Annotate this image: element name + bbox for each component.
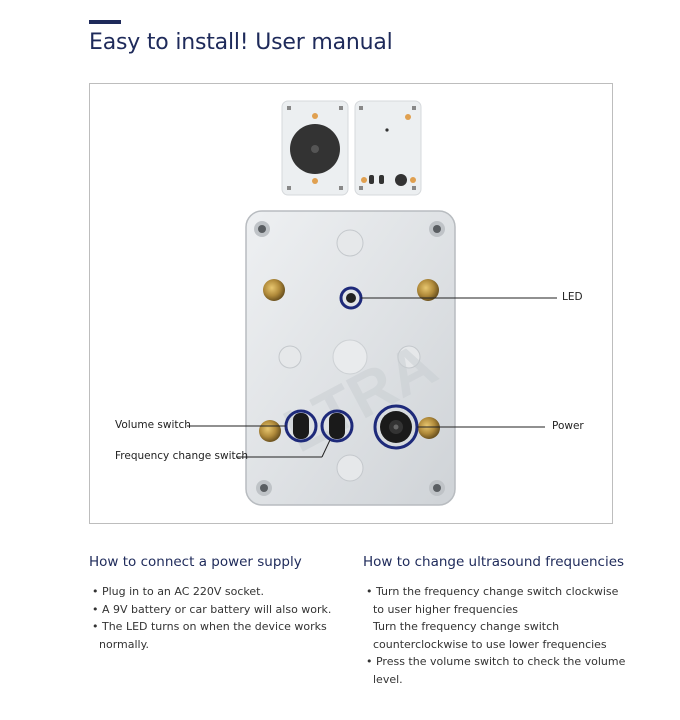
power-supply-list: • Plug in to an AC 220V socket. • A 9V b…: [92, 583, 331, 653]
list-item: level.: [366, 672, 403, 686]
power-label: Power: [552, 420, 584, 432]
frequency-list: • Turn the frequency change switch clock…: [366, 583, 625, 688]
led-label: LED: [562, 291, 583, 303]
frequency-heading: How to change ultrasound frequencies: [363, 554, 625, 570]
list-item: • Plug in to an AC 220V socket.: [92, 585, 264, 598]
pcb-speaker-board: [281, 100, 349, 196]
volume-switch-label: Volume switch: [115, 419, 191, 431]
list-item: • A 9V battery or car battery will also …: [92, 602, 332, 616]
page-title: Easy to install! User manual: [89, 30, 393, 55]
title-accent-bar: [89, 20, 121, 24]
pcb-component-board: [354, 100, 422, 196]
power-supply-heading: How to connect a power supply: [89, 554, 302, 570]
frequency-switch: [320, 409, 354, 443]
frequency-switch-label: Frequency change switch: [115, 450, 249, 462]
list-item: counterclockwise to use lower frequencie…: [366, 637, 607, 651]
list-item: • Press the volume switch to check the v…: [366, 655, 626, 668]
list-item: Turn the frequency change switch: [366, 620, 560, 633]
frequency-callout-riser: [321, 439, 331, 458]
list-item: • The LED turns on when the device works: [92, 620, 327, 633]
list-item: • Turn the frequency change switch clock…: [366, 585, 619, 598]
power-jack: [373, 404, 419, 450]
list-item: to user higher frequencies: [366, 602, 519, 616]
list-item: normally.: [92, 637, 150, 651]
